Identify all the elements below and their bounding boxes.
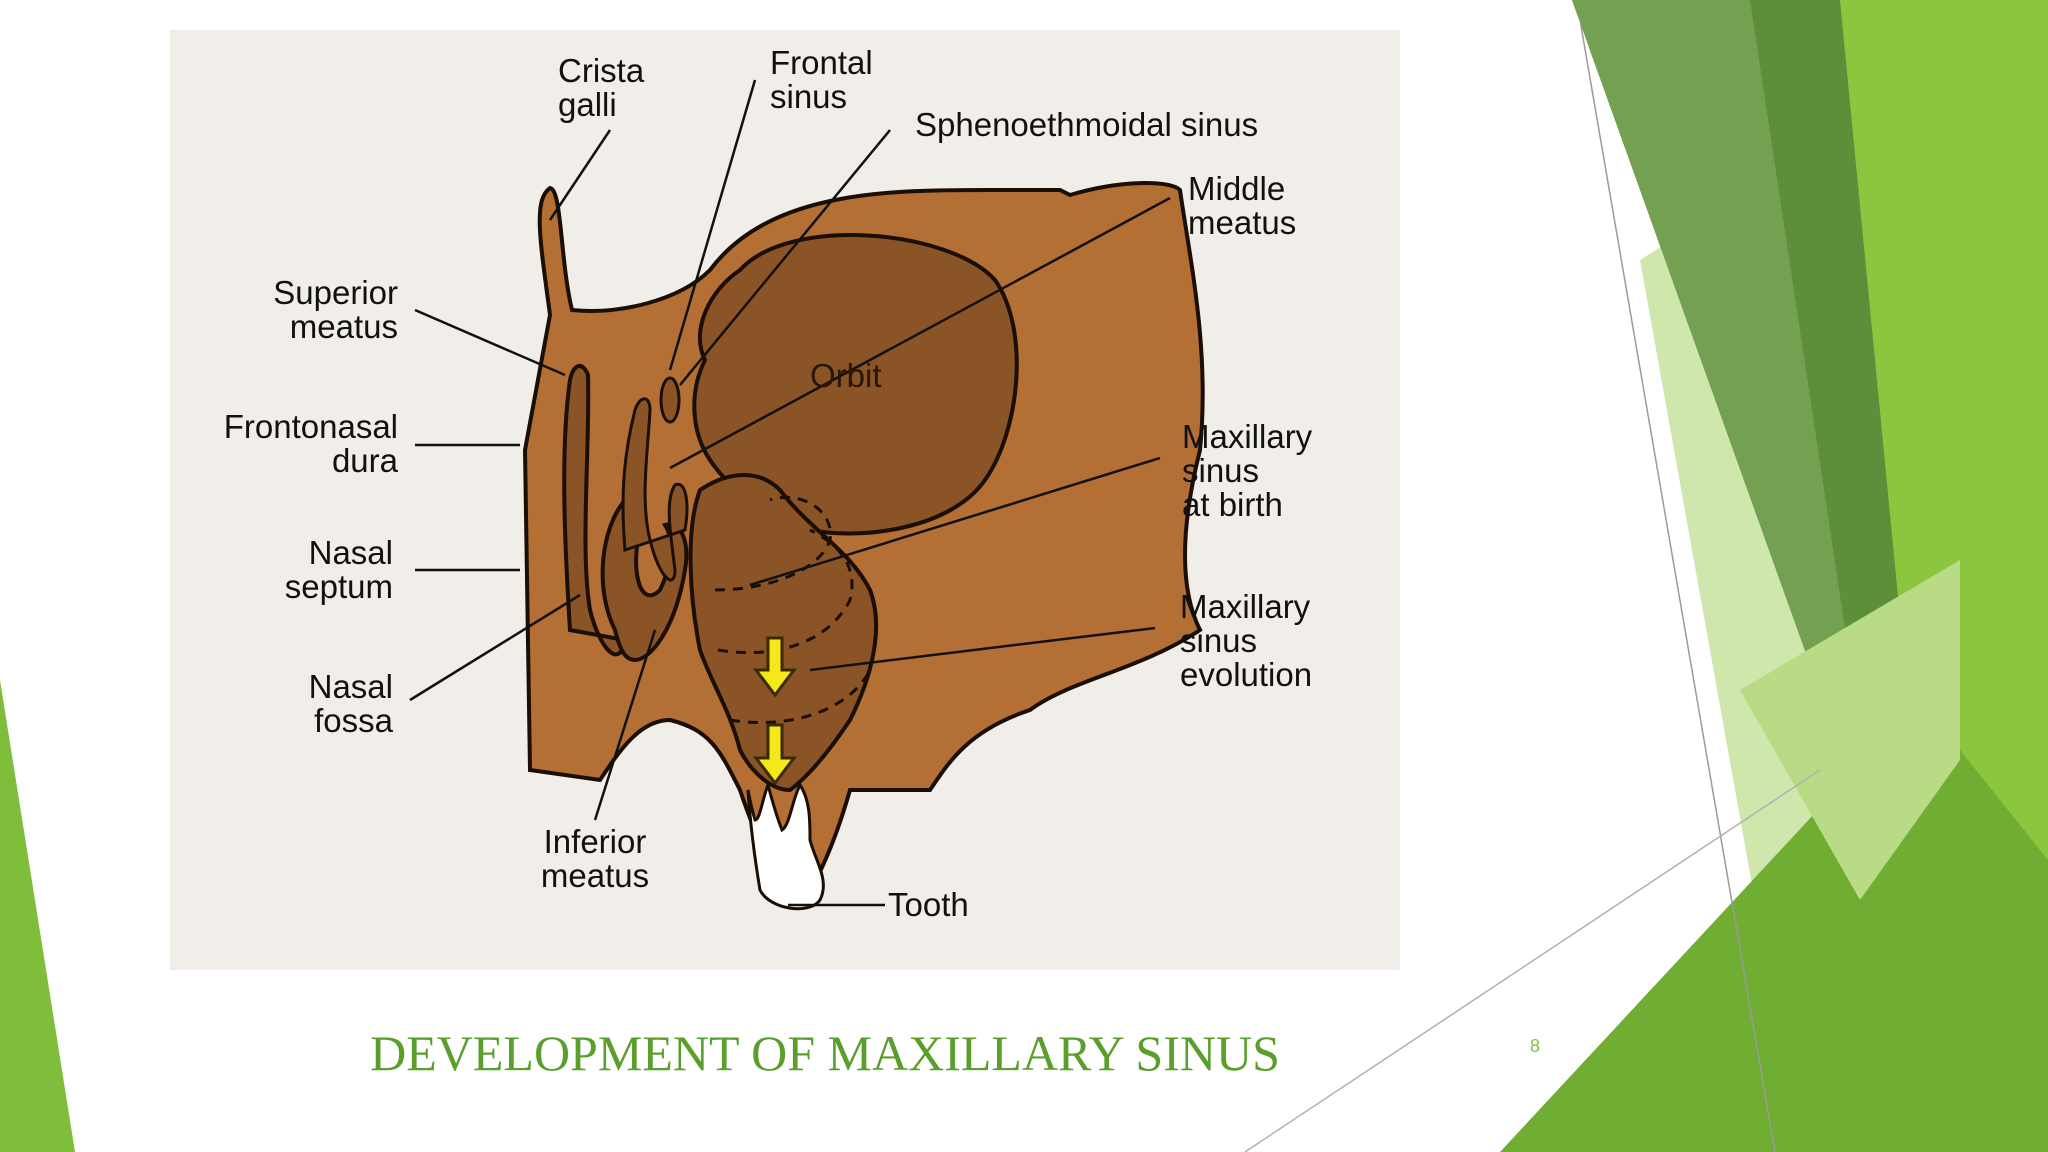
label-inferior-meatus: Inferior meatus bbox=[540, 823, 650, 894]
label-maxillary-sinus-evolution: Maxillary sinus evolution bbox=[1180, 588, 1313, 693]
label-frontonasal-dura: Frontonasal dura bbox=[223, 408, 398, 479]
pointer-lines bbox=[409, 79, 1171, 907]
right-olive-panel bbox=[1572, 0, 1880, 860]
sinus-evolution-curve bbox=[717, 528, 854, 655]
label-middle-meatus: Middle meatus bbox=[1188, 170, 1297, 241]
sinus-evolution-curve bbox=[714, 495, 832, 592]
down-arrow-icon bbox=[752, 723, 798, 786]
maxillary-sinus-cavity bbox=[688, 473, 879, 793]
sphenoethmoidal-sinus-cavity bbox=[659, 376, 681, 424]
orbit-cavity bbox=[692, 233, 1019, 536]
label-maxillary-sinus-at-birth: Maxillary sinus at birth bbox=[1182, 418, 1313, 523]
thin-diagonal-line bbox=[1244, 769, 1821, 1152]
bottom-right-light-panel bbox=[1740, 560, 1960, 900]
label-orbit: Orbit bbox=[810, 357, 882, 394]
slide-number: 8 bbox=[1530, 1036, 1541, 1056]
left-green-wedge bbox=[0, 680, 75, 1152]
label-frontal-sinus: Frontal sinus bbox=[770, 44, 873, 115]
maxillary-sinus-diagram bbox=[409, 79, 1205, 911]
anatomy-figure: Crista galli Frontal sinus Sphenoethmoid… bbox=[170, 30, 1400, 970]
label-nasal-fossa: Nasal fossa bbox=[308, 668, 393, 739]
label-sphenoethmoidal-sinus: Sphenoethmoidal sinus bbox=[915, 106, 1259, 143]
sinus-evolution-curve bbox=[729, 669, 872, 725]
label-superior-meatus: Superior meatus bbox=[273, 274, 398, 345]
label-nasal-septum: Nasal septum bbox=[284, 534, 393, 605]
tooth-shape bbox=[746, 780, 825, 911]
label-tooth: Tooth bbox=[888, 886, 969, 923]
slide-title: DEVELOPMENT OF MAXILLARY SINUS bbox=[370, 1025, 1280, 1081]
down-arrow-icon bbox=[752, 636, 798, 698]
superior-meatus-cavity bbox=[562, 364, 628, 657]
middle-meatus-cavity bbox=[621, 397, 689, 582]
thin-diagonal-line bbox=[1579, 19, 1776, 1152]
label-crista-galli: Crista galli bbox=[558, 52, 645, 123]
